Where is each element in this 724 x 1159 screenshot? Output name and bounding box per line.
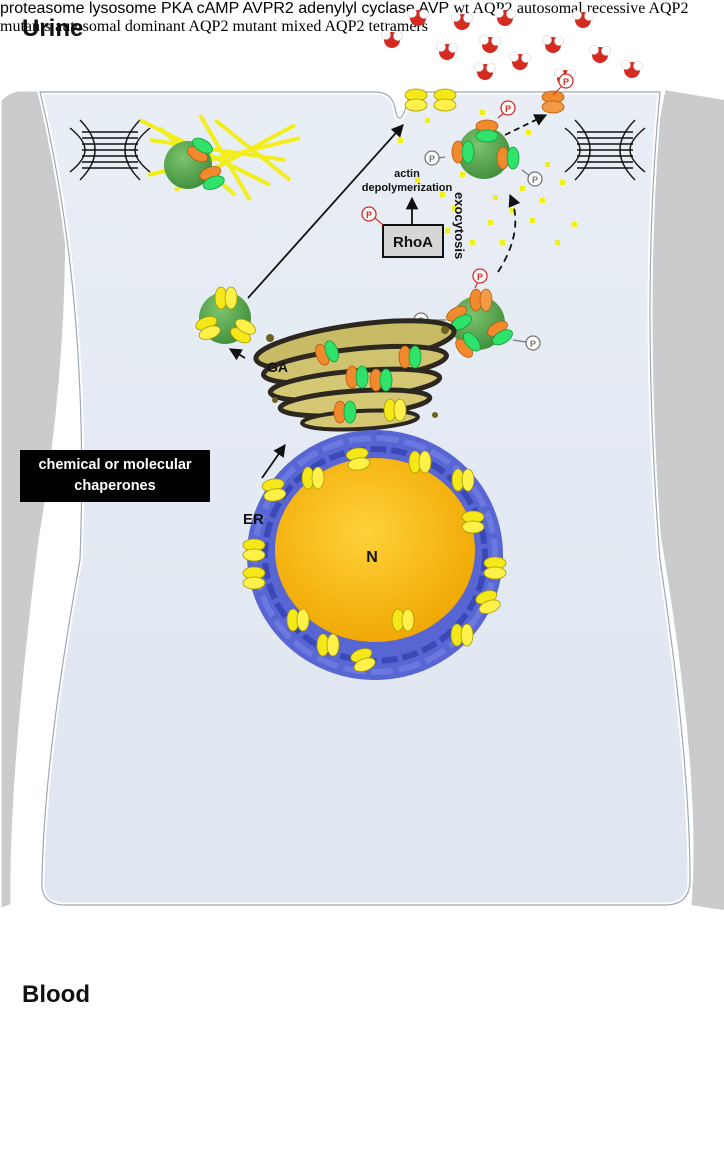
vesicle-to-apical-arrow — [497, 193, 521, 273]
trapped-vesicle — [164, 134, 227, 193]
water-molecule-icon — [436, 42, 458, 61]
aqp2-tetramer-icon: lysosome PKA cAMP — [0, 0, 689, 502]
camp-to-pka-arrow: AVPR2 adenylyl cyclase AVP wt AQP2 autos… — [0, 0, 689, 502]
rhoa-box: RhoA P — [361, 206, 444, 258]
actin-label: actin — [394, 168, 420, 180]
chaperones-line1: chemical or molecular — [38, 457, 192, 473]
water-molecule-icon — [494, 8, 516, 27]
cyclase-label: cyclase — [361, 0, 415, 17]
chaperones-box: chemical or molecular chaperones — [20, 450, 210, 502]
nucleus-label: N — [366, 549, 378, 566]
svg-text:P: P — [505, 104, 511, 114]
phosphate-icon: P — [497, 100, 516, 119]
aqp2-tetramer-icon: lysosome PKA cAMP — [0, 0, 689, 502]
pka-label: PKA — [160, 0, 193, 17]
svg-text:P: P — [530, 339, 536, 349]
vesicle-to-basolateral-arrow: PKA cAMP AVPR2 adenylyl cyclase AVP — [0, 0, 689, 502]
golgi-vesicle — [193, 286, 259, 347]
golgi-apparatus — [253, 318, 457, 437]
pka-to-rhoa-path: cAMP AVPR2 adenylyl cyclase AVP wt AQP2 … — [0, 0, 689, 502]
water-molecule-icon — [479, 35, 501, 54]
golgi-label: GA — [267, 359, 288, 375]
chaperones-line2: chaperones — [74, 478, 156, 494]
svg-text:P: P — [429, 154, 435, 164]
svg-text:P: P — [563, 77, 569, 87]
water-molecule-icon — [621, 60, 643, 79]
camp-label: cAMP — [196, 0, 239, 17]
water-molecule-icon — [509, 52, 531, 71]
legend-mixed-label: mixed AQP2 tetramers — [281, 18, 428, 35]
water-molecule-icon — [474, 62, 496, 81]
water-molecule-icon — [451, 12, 473, 31]
water-molecules — [381, 8, 643, 87]
exocytosis-label: exocytosis — [452, 192, 467, 259]
phosphate-icon: P — [521, 169, 543, 187]
urine-label: Urine — [22, 15, 83, 42]
er-label: ER — [243, 511, 264, 528]
chaperones-arrow: proteasome lysosome — [0, 0, 689, 502]
avpr2-label: AVPR2 — [242, 0, 294, 17]
vesicle-to-apical-path — [247, 124, 404, 299]
phosphate-icon: P — [361, 206, 377, 222]
pka-to-vesicle-arrow: cAMP AVPR2 adenylyl cyclase AVP wt AQP2 … — [0, 0, 689, 502]
proteasome-label: proteasome — [0, 0, 85, 17]
adenylyl-label: adenylyl — [298, 0, 357, 17]
phosphate-icon: P — [512, 335, 541, 351]
svg-text:P: P — [477, 272, 483, 282]
water-molecule-icon — [542, 35, 564, 54]
water-molecule-icon — [381, 30, 403, 49]
depolymerization-label: depolymerization — [362, 182, 453, 194]
exocytosis-arrow — [504, 114, 548, 136]
avp-hormone: AVP wt AQP2 autosomal recessive AQP2 mut… — [0, 0, 689, 502]
lysosome-label: lysosome — [88, 0, 157, 17]
phosphate-icon: P — [424, 150, 446, 166]
nucleus — [275, 458, 475, 642]
receptor-to-camp-arrow: AVPR2 adenylyl cyclase AVP wt AQP2 autos… — [0, 0, 689, 502]
water-molecule-icon — [407, 8, 429, 27]
phosphate-icon: P — [552, 73, 574, 96]
blood-label: Blood — [22, 981, 90, 1008]
rhoa-label: RhoA — [393, 234, 433, 251]
phosphate-icon: P — [472, 268, 488, 289]
water-molecule-icon — [572, 10, 594, 29]
exocytosis-vesicle: P P P — [424, 100, 543, 187]
golgi-to-vesicle-arrow — [228, 348, 246, 361]
legend-recessive-label: autosomal recessive AQP2 mutants — [0, 0, 689, 35]
er-to-golgi-arrow — [261, 443, 286, 479]
er-to-proteasome-arrow: lysosome PKA cAMP — [0, 0, 689, 502]
svg-text:P: P — [366, 210, 372, 220]
svg-text:P: P — [532, 175, 538, 185]
water-molecule-icon — [589, 45, 611, 64]
phosphorylated-vesicle: P P P — [413, 268, 541, 361]
legend-dominant-label: autosomal dominant AQP2 mutant — [55, 18, 277, 35]
